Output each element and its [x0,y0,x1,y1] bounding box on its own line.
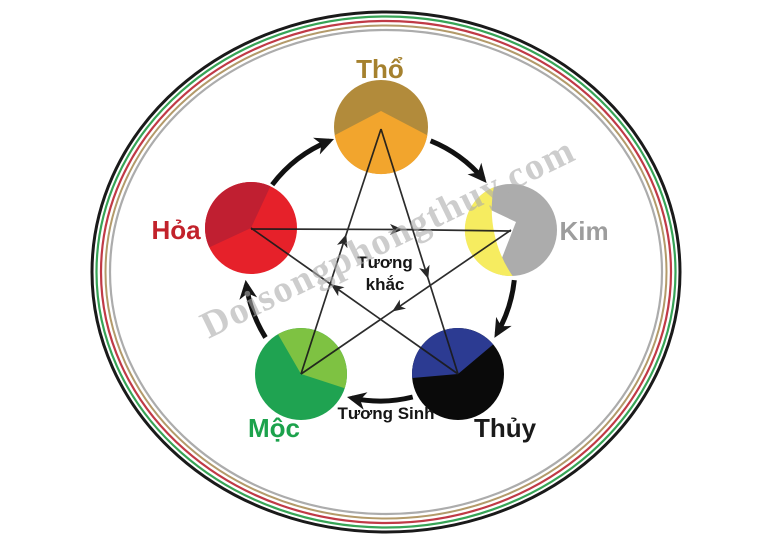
kim-label: Kim [559,216,608,246]
ring-black [90,10,682,534]
line-moc-to-tho [300,128,382,375]
khac-cycle-lines [250,128,512,375]
ring-green [95,15,677,529]
thuy-label: Thủy [474,413,537,443]
khac-cycle-label-line2: khắc [366,275,405,294]
line-thuy-to-hoa [250,227,459,375]
moc-wedge [278,328,347,389]
moc-label: Mộc [248,413,300,443]
tho-wedge [334,111,428,175]
element-tho [334,80,428,175]
ring-red [99,19,673,525]
arc-kim-to-thuy [494,279,517,338]
hoa-wedge [205,182,271,248]
arc-moc-to-hoa [239,279,268,339]
outer-rings [90,10,682,534]
arc-thuy-to-moc [347,392,414,410]
arc-tho-to-kim [429,138,487,184]
thuy-wedge [412,328,494,378]
ring-gray [108,28,664,516]
line-kim-to-moc [300,229,512,375]
sinh-cycle-label: Tương Sinh [337,404,434,423]
arc-hoa-to-tho [270,137,335,187]
line-tho-to-thuy [380,128,459,375]
tho-label: Thổ [356,54,404,84]
hoa-label: Hỏa [151,215,201,245]
line-hoa-to-kim [250,223,512,235]
sinh-cycle-arcs [239,137,517,410]
khac-cycle-label-line1: Tương [357,253,413,272]
ring-tan [104,24,668,520]
